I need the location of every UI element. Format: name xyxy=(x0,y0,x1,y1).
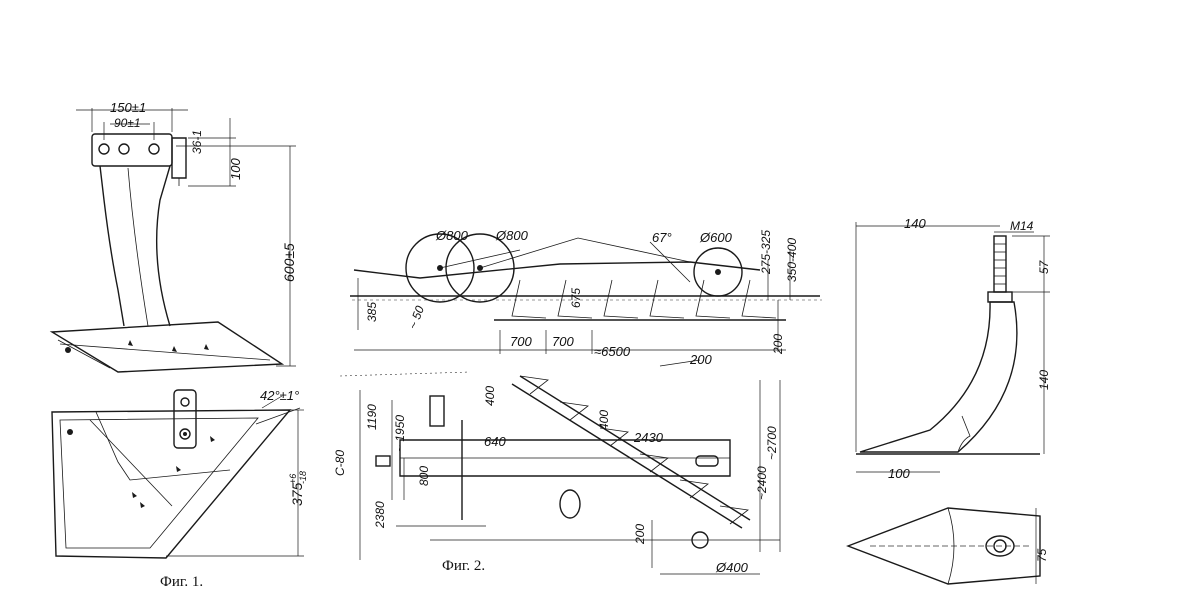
fig2-dim-share-pitch-b: 700 xyxy=(552,334,574,349)
fig2-dim-ground: ~ 50 xyxy=(406,304,427,331)
fig1-caption: Фиг. 1. xyxy=(160,574,203,590)
fig3-dim-height: 140 xyxy=(1037,370,1051,390)
fig1-dim-angle: 42°±1° xyxy=(260,388,299,403)
fig2-dim-depth-range-a: 275-325 xyxy=(759,230,773,275)
fig2-dim-wheel-b: Ø800 xyxy=(495,228,529,243)
fig1-dim-flange: 36-1 xyxy=(190,130,204,154)
fig3-plan: 75 xyxy=(846,507,1049,585)
fig2-dim-offset-bottom: 200 xyxy=(689,352,712,367)
fig3-dim-bolt-len: 57 xyxy=(1037,259,1051,274)
fig3-dim-thread: M14 xyxy=(1010,219,1034,233)
fig3-dim-width: 140 xyxy=(904,216,926,231)
fig1-dim-length-tol-upper: +6 xyxy=(288,474,298,484)
fig2-plan-dim-y4: 2380 xyxy=(373,501,387,529)
fig1-plan: 42°±1° 375 +6 -18 Фиг. 1. xyxy=(51,388,308,590)
fig2-dim-share-pitch-a: 700 xyxy=(510,334,532,349)
fig2-plan-dim-offset: 2430 xyxy=(633,430,664,445)
fig1-elevation: 150±1 90±1 36-1 100 600±5 xyxy=(49,100,297,373)
fig2-dim-depth-range-b: 350-400 xyxy=(785,238,799,282)
fig2-plan-dim-b: 400 xyxy=(597,410,611,430)
fig3-side: 140 M14 57 140 100 xyxy=(855,216,1051,481)
fig2-dim-angle: 67° xyxy=(652,230,672,245)
fig2-caption: Фиг. 2. xyxy=(442,558,485,574)
fig2-plan: 400 400 640 2430 1190 ~ 1950 C-80 800 23… xyxy=(333,371,781,575)
fig2-plan-dim-bottom: 200 xyxy=(633,524,647,545)
fig1-dim-height: 600±5 xyxy=(281,243,297,282)
fig2-plan-dim-hitch: C-80 xyxy=(333,450,347,476)
fig2-plan-dim-frame: 640 xyxy=(484,434,506,449)
fig2-dim-overall-length: ≈6500 xyxy=(594,344,631,359)
fig2-dim-hitch-height: 385 xyxy=(365,302,379,322)
fig2-dim-post-height: 675 xyxy=(569,288,583,308)
fig2-dim-wheel-a: Ø800 xyxy=(435,228,469,243)
fig1-dim-length: 375 xyxy=(289,482,305,506)
fig2-dim-wheel-c: Ø600 xyxy=(699,230,733,245)
fig1-dim-hole-spacing: 90±1 xyxy=(114,116,141,130)
fig2-elevation: Ø800 Ø800 Ø600 67° 275-325 350-400 385 ~… xyxy=(350,228,822,367)
fig3-dim-base: 100 xyxy=(888,466,910,481)
fig1-dim-length-tol-lower: -18 xyxy=(298,471,308,484)
fig1-dim-post-top: 100 xyxy=(228,158,243,180)
fig2-plan-dim-a: 400 xyxy=(483,386,497,406)
fig2-plan-dim-width-a: ~2700 xyxy=(765,426,779,460)
fig2-plan-dim-y3: 800 xyxy=(417,466,431,486)
fig2-plan-dim-width-b: ~2400 xyxy=(755,466,769,500)
fig1-dim-top-width: 150±1 xyxy=(110,100,146,115)
fig2-dim-share-depth: 200 xyxy=(771,334,785,355)
fig2-plan-dim-wheel-d: Ø400 xyxy=(715,560,749,575)
fig2-plan-dim-y1: 1190 xyxy=(365,404,379,430)
fig2-plan-dim-y2: ~ 1950 xyxy=(393,415,407,452)
fig3-dim-plan-height: 75 xyxy=(1035,548,1049,562)
